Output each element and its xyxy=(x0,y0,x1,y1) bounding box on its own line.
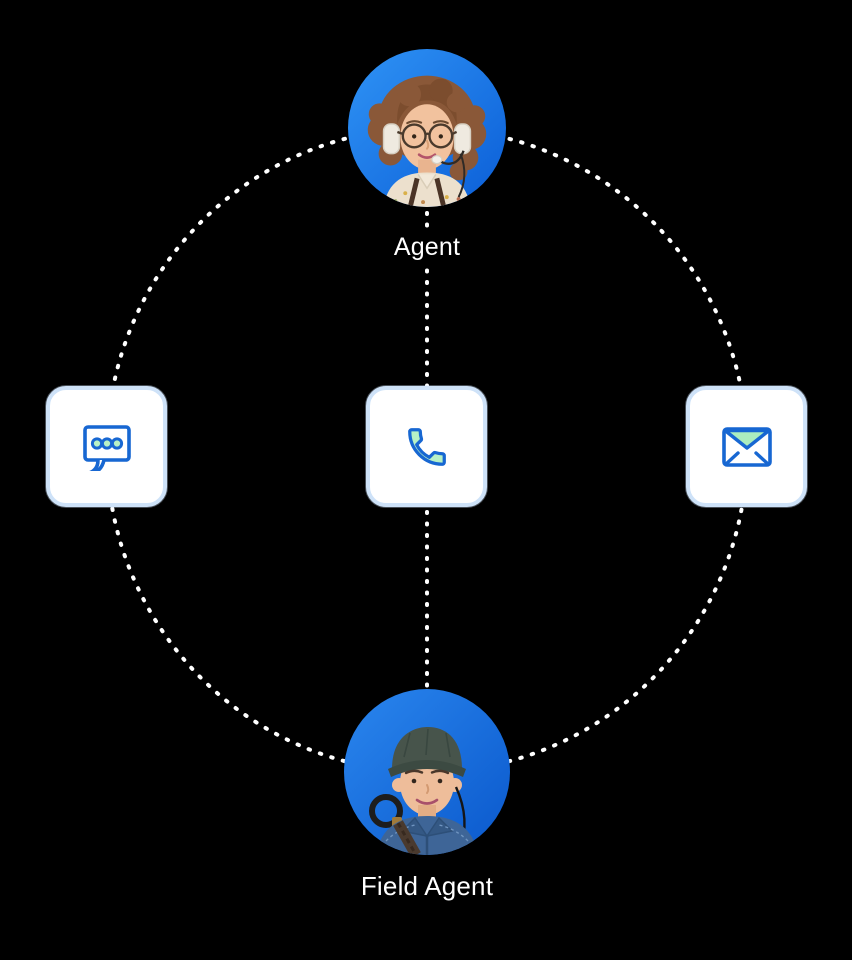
email-icon xyxy=(721,426,772,467)
channel-card-phone[interactable] xyxy=(366,386,487,507)
channel-card-email[interactable] xyxy=(686,386,807,507)
field-agent-label: Field Agent xyxy=(346,868,508,905)
agent-avatar xyxy=(348,49,506,207)
chat-bubble-icon xyxy=(82,424,131,471)
field-agent-avatar-illustration xyxy=(344,689,510,855)
phone-icon xyxy=(407,427,446,466)
agent-avatar-illustration xyxy=(348,49,506,207)
agent-label: Agent xyxy=(379,230,475,265)
channel-card-chat[interactable] xyxy=(46,386,167,507)
field-agent-avatar xyxy=(344,689,510,855)
